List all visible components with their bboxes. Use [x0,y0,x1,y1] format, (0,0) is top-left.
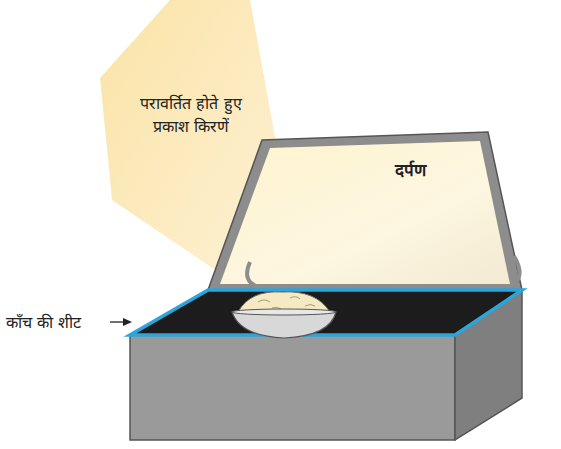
leader-arrowhead [123,318,132,326]
node-text: दर्पण [370,158,450,183]
box-front [130,335,455,440]
bowl [232,312,336,338]
hinge [512,256,520,286]
glass-sheet [130,290,522,335]
mirror-surface [220,141,510,284]
mirror-box: दर्पण [370,158,450,183]
food-texture [258,297,315,309]
glass-sheet-label: काँच की शीट [6,311,81,333]
hinge [247,262,256,286]
bowl-rim [232,309,336,315]
mirror-lid [208,132,522,290]
light-beam-box: परावर्तित होते हुए प्रकाश किरणें [132,92,250,138]
node-text: परावर्तित होते हुए प्रकाश किरणें [132,92,250,138]
